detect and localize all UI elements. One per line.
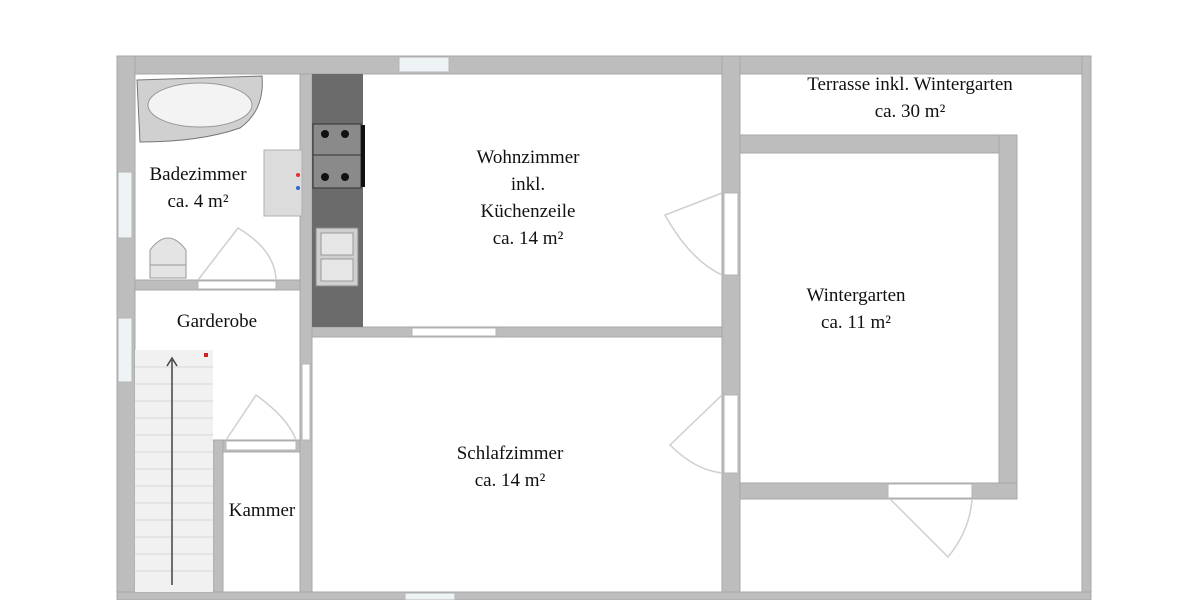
door-living-wintergarten [723,192,739,276]
room-area: ca. 14 m² [474,470,546,491]
door-swings [197,192,973,559]
room-name: Wintergarten [806,285,906,306]
stairs-icon [135,350,213,592]
room-label-schlafzimmer: Schlafzimmer ca. 14 m² [457,440,564,494]
window-bottom [404,592,456,600]
room-name: Terrasse inkl. Wintergarten [807,74,1013,95]
room-label-terrasse: Terrasse inkl. Wintergarten ca. 30 m² [807,71,1013,125]
room-name: Schlafzimmer [456,443,564,464]
door-wintergarten-terrace [887,483,973,499]
room-area: ca. 14 m² [492,228,564,249]
door-bedroom-wintergarten [723,394,739,474]
room-name-line3: Küchenzeile [480,201,576,222]
room-label-badezimmer: Badezimmer ca. 4 m² [149,161,246,215]
room-area: ca. 11 m² [821,312,891,333]
windows [117,56,973,600]
door-swing-living [663,192,723,276]
room-label-garderobe: Garderobe [177,308,257,335]
door-bath [197,280,277,290]
room-label-kammer: Kammer [228,497,296,524]
room-name: Wohnzimmer [476,147,580,168]
room-name: Garderobe [176,311,258,332]
sink-icon [315,227,359,287]
opening-bedroom-left [301,363,311,441]
room-name: Badezimmer [149,164,247,185]
window-garderobe [117,317,133,383]
window-top [398,56,450,73]
room-name: Kammer [228,500,296,521]
opening-living-bedroom [411,327,497,337]
stove-icon [312,123,365,189]
room-area: ca. 4 m² [167,191,229,212]
room-label-wintergarten: Wintergarten ca. 11 m² [806,282,905,336]
door-swing-terrace [889,498,973,559]
door-swing-kammer [225,393,297,441]
window-bath [117,171,133,239]
kitchen-counter [312,74,365,327]
toilet-icon [149,237,187,279]
door-kammer [225,440,297,451]
shower-icon [263,149,303,217]
room-label-wohnzimmer: Wohnzimmer inkl. Küchenzeile ca. 14 m² [477,144,580,252]
bathtub-icon [136,75,263,143]
door-swing-bedroom [668,394,723,474]
room-name-line2: inkl. [510,174,546,195]
door-swing-bath [197,227,277,281]
room-area: ca. 30 m² [874,101,946,122]
